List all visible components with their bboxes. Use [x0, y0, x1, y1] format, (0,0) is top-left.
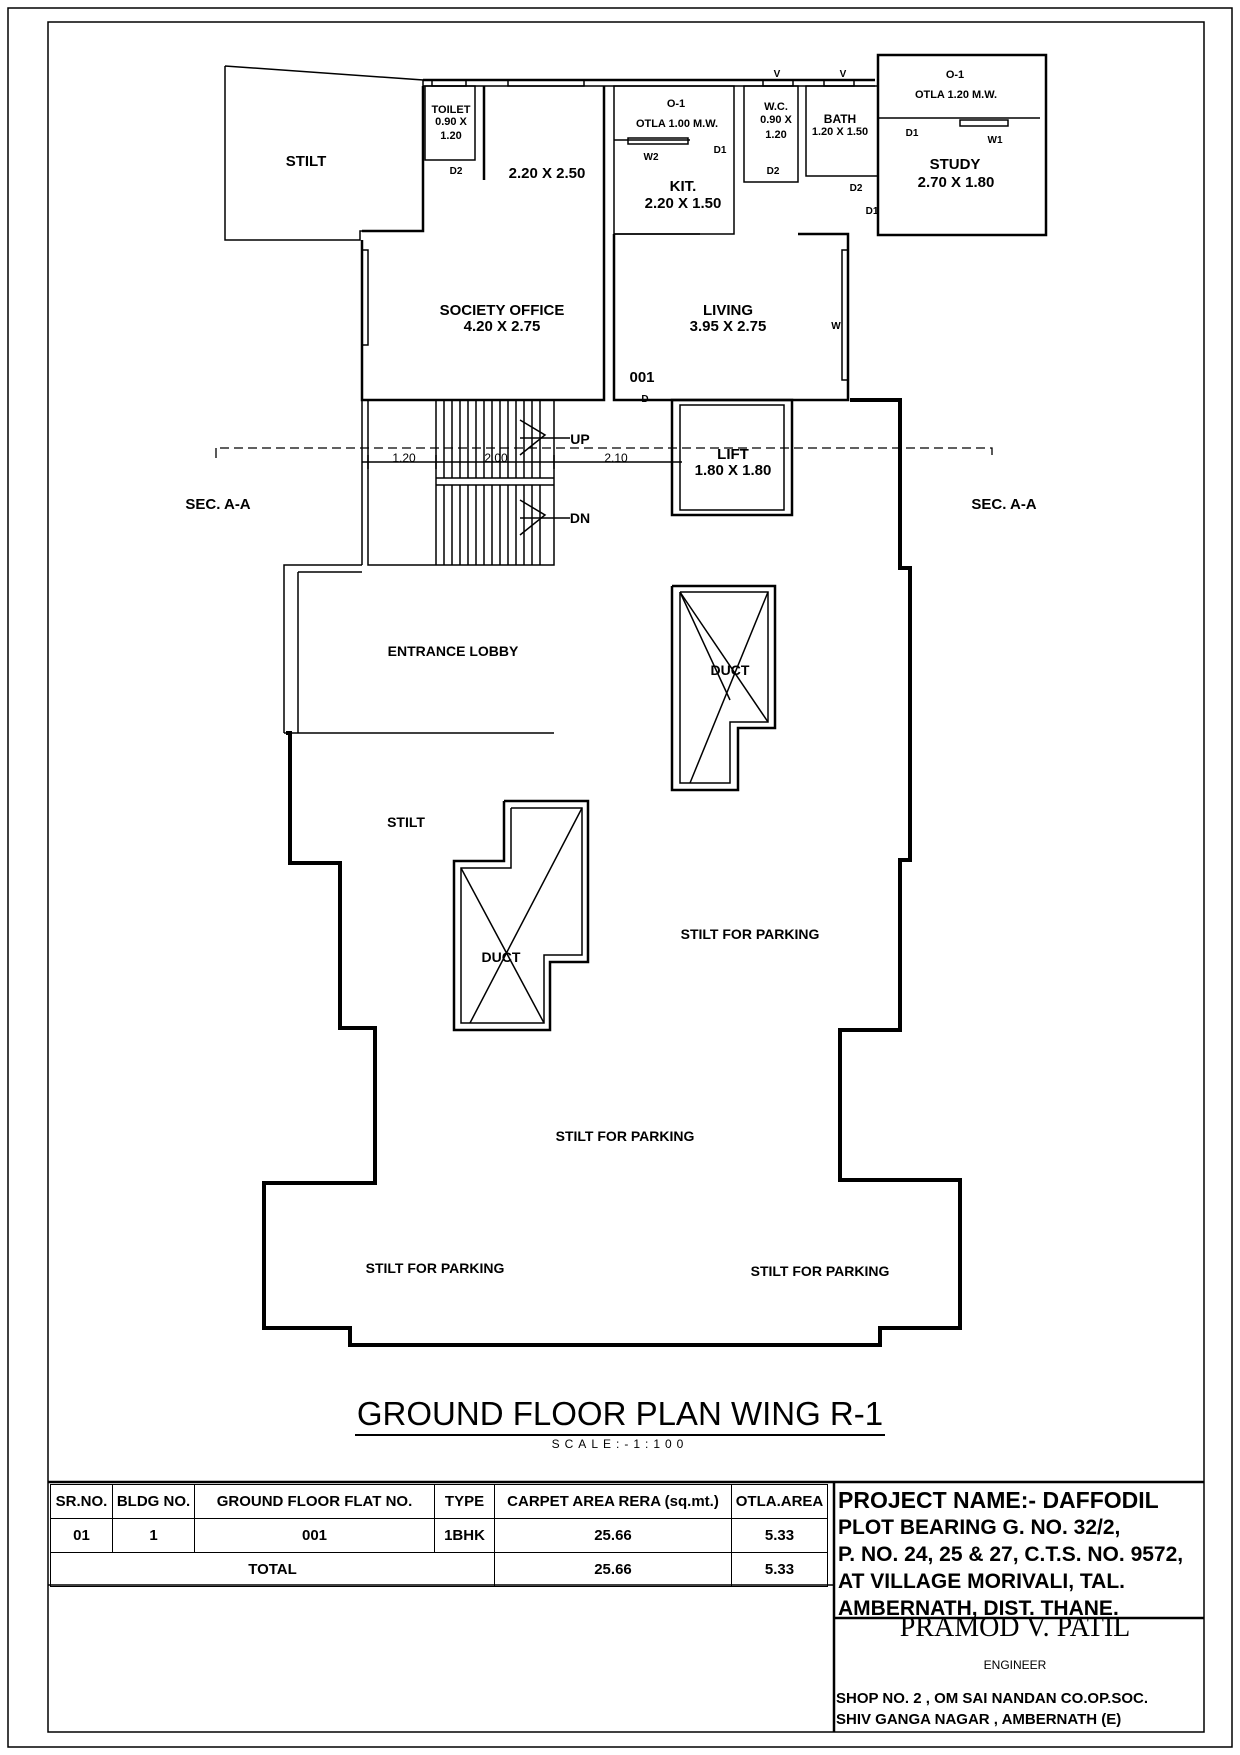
- stair-dim-3: 2.10: [604, 451, 628, 465]
- lift-dim: 1.80 X 1.80: [695, 462, 772, 479]
- engineer-role: ENGINEER: [983, 1658, 1047, 1672]
- flat-no-label: 001: [629, 369, 654, 386]
- sheet-outer-border: [7, 7, 1233, 1748]
- plan-scale: SCALE:-1:100: [551, 1437, 689, 1451]
- header-bldg-no: BLDG NO.: [112, 1484, 195, 1519]
- bath-dim: 1.20 X 1.50: [812, 126, 868, 138]
- section-line: [215, 447, 993, 460]
- entrance-label: ENTRANCE LOBBY: [388, 643, 519, 659]
- otla2-title: O-1: [946, 69, 964, 81]
- schedule-total-row: TOTAL 25.66 5.33: [50, 1552, 828, 1587]
- svg-text:W1: W1: [988, 135, 1003, 146]
- project-name: PROJECT NAME:- DAFFODIL: [838, 1487, 1159, 1513]
- society-label: SOCIETY OFFICE: [440, 302, 565, 319]
- total-carpet: 25.66: [494, 1552, 732, 1587]
- project-line-1: PLOT BEARING G. NO. 32/2,: [838, 1516, 1121, 1539]
- engineer-name: PRAMOD V. PATIL: [899, 1612, 1131, 1643]
- duct-upper: [670, 584, 777, 792]
- svg-text:D: D: [641, 394, 648, 405]
- parking4-label: STILT FOR PARKING: [751, 1263, 890, 1279]
- project-line-3: AT VILLAGE MORIVALI, TAL.: [838, 1570, 1125, 1593]
- parking3-label: STILT FOR PARKING: [366, 1260, 505, 1276]
- kit-dim: 2.20 X 1.50: [645, 195, 722, 212]
- society-dim: 4.20 X 2.75: [464, 318, 541, 335]
- toilet-dim-a: 0.90 X: [435, 116, 467, 128]
- duct-lower: [452, 799, 590, 1032]
- living-dim: 3.95 X 2.75: [690, 318, 767, 335]
- toilet-label: TOILET: [432, 104, 471, 116]
- address-line-1: SHOP NO. 2 , OM SAI NANDAN CO.OP.SOC.: [836, 1690, 1148, 1707]
- parking2-label: STILT FOR PARKING: [556, 1128, 695, 1144]
- svg-text:D1: D1: [906, 128, 919, 139]
- engineer-address: SHOP NO. 2 , OM SAI NANDAN CO.OP.SOC. SH…: [836, 1688, 1206, 1730]
- svg-text:V: V: [774, 69, 781, 80]
- schedule-header-row: SR.NO. BLDG NO. GROUND FLOOR FLAT NO. TY…: [50, 1484, 828, 1519]
- living-label: LIVING: [703, 302, 753, 319]
- section-label-left: SEC. A-A: [185, 496, 250, 513]
- total-label: TOTAL: [50, 1552, 495, 1587]
- staircase: [367, 399, 555, 566]
- stilt-mid-label: STILT: [387, 814, 425, 830]
- stair-treads: [361, 400, 554, 565]
- svg-text:W2: W2: [644, 152, 659, 163]
- otla1-title: O-1: [667, 98, 685, 110]
- otla2-desc: OTLA 1.20 M.W.: [915, 89, 997, 101]
- svg-text:D1: D1: [866, 206, 879, 217]
- stilt-outline: [262, 398, 962, 1347]
- project-info: PROJECT NAME:- DAFFODIL PLOT BEARING G. …: [838, 1487, 1198, 1622]
- svg-text:W: W: [831, 321, 841, 332]
- parking1-label: STILT FOR PARKING: [681, 926, 820, 942]
- address-line-2: SHIV GANGA NAGAR , AMBERNATH (E): [836, 1711, 1122, 1728]
- kit-label: KIT.: [670, 178, 697, 195]
- stilt-top-label: STILT: [286, 153, 327, 170]
- wc-dim-a: 0.90 X: [760, 114, 792, 126]
- wc-label: W.C.: [764, 101, 788, 113]
- duct1-label: DUCT: [711, 662, 750, 678]
- room-labels: STILT TOILET 0.90 X 1.20 2.20 X 2.50 O-1…: [286, 69, 997, 1279]
- section-label-right: SEC. A-A: [971, 496, 1036, 513]
- room-dim-label: 2.20 X 2.50: [509, 165, 586, 182]
- plan-title: GROUND FLOOR PLAN WING R-1: [0, 1395, 1240, 1436]
- wc-room: [743, 85, 799, 183]
- header-type: TYPE: [434, 1484, 495, 1519]
- table-row: 01 1 001 1BHK 25.66 5.33: [50, 1518, 828, 1553]
- svg-text:D2: D2: [450, 166, 463, 177]
- total-otla: 5.33: [731, 1552, 828, 1587]
- area-schedule-table: SR.NO. BLDG NO. GROUND FLOOR FLAT NO. TY…: [50, 1484, 828, 1587]
- duct2-label: DUCT: [482, 949, 521, 965]
- stair-up-label: UP: [570, 431, 589, 447]
- svg-text:D2: D2: [767, 166, 780, 177]
- study-dim: 2.70 X 1.80: [918, 174, 995, 191]
- stair-dim-2: 2.00: [484, 451, 508, 465]
- study-label: STUDY: [930, 156, 981, 173]
- otla1-desc: OTLA 1.00 M.W.: [636, 118, 718, 130]
- project-line-4: AMBERNATH, DIST. THANE.: [838, 1597, 1119, 1620]
- sheet-inner-border: [47, 21, 1205, 1733]
- header-flat-no: GROUND FLOOR FLAT NO.: [194, 1484, 435, 1519]
- header-carpet-area: CARPET AREA RERA (sq.mt.): [494, 1484, 732, 1519]
- wc-dim-b: 1.20: [765, 129, 786, 141]
- door-window-markers: D2 W2 D1 D2 D2 D1 W1 D1 V V W D: [450, 69, 1003, 405]
- svg-text:V: V: [840, 69, 847, 80]
- svg-text:D2: D2: [850, 183, 863, 194]
- header-sr-no: SR.NO.: [50, 1484, 113, 1519]
- svg-text:D1: D1: [714, 145, 727, 156]
- stair-dim-1: 1.20: [392, 451, 416, 465]
- bath-label: BATH: [824, 112, 856, 126]
- stair-dn-label: DN: [570, 510, 590, 526]
- toilet-room: [424, 85, 476, 161]
- living-room-walls: [612, 234, 672, 402]
- project-line-2: P. NO. 24, 25 & 27, C.T.S. NO. 9572,: [838, 1543, 1184, 1566]
- study-room: [876, 53, 1048, 237]
- stair-labels: UP DN 1.20 2.00 2.10: [392, 431, 628, 526]
- lift-label: LIFT: [717, 446, 749, 463]
- header-otla-area: OTLA.AREA: [731, 1484, 828, 1519]
- toilet-dim-b: 1.20: [440, 130, 461, 142]
